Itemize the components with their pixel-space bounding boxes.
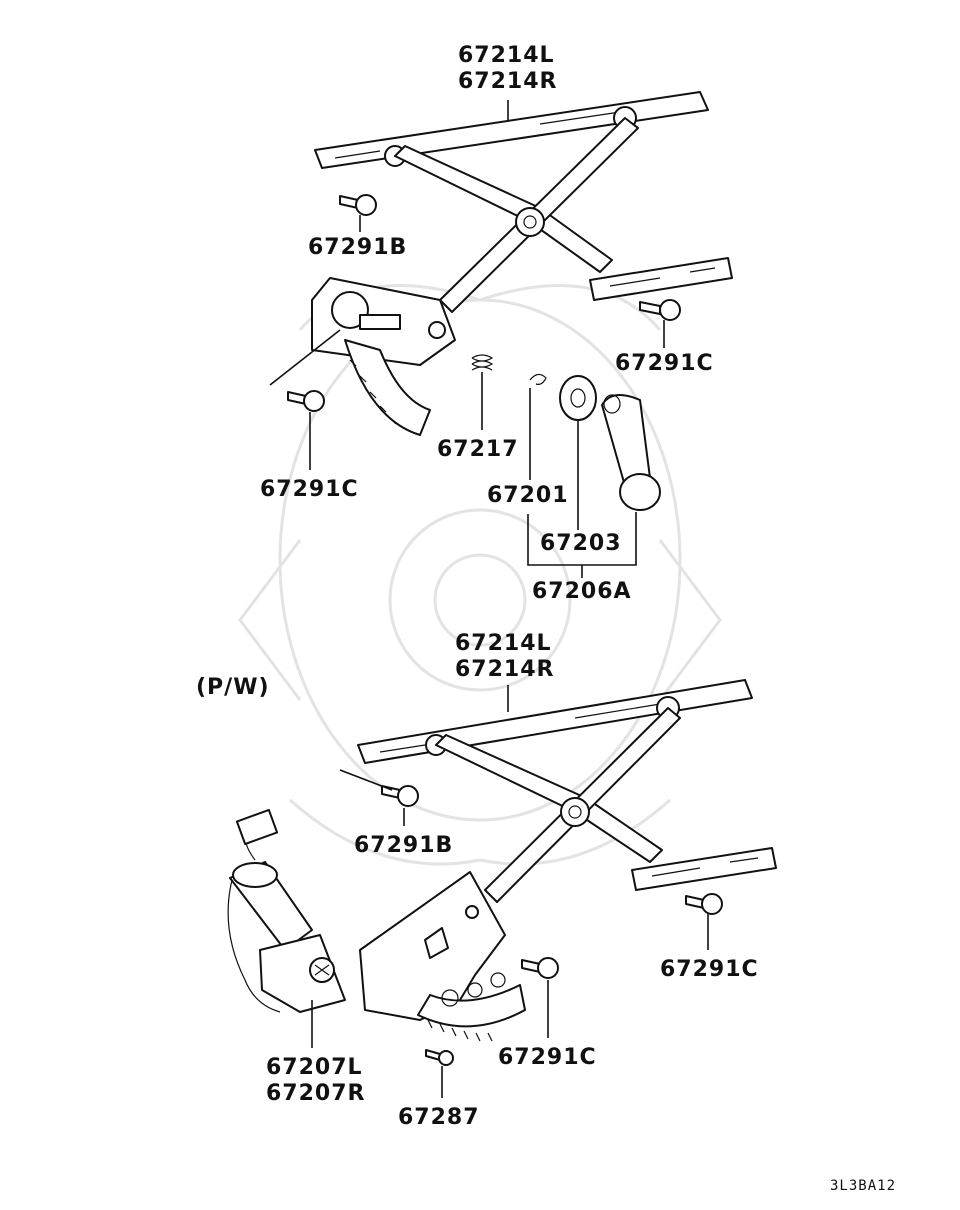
escutcheon-label: 67203 <box>540 531 622 556</box>
drawing-code: 3L3BA12 <box>830 1178 897 1194</box>
bottom-regulator-drawing <box>227 679 777 1098</box>
top-regulator-label-left: 67214L <box>458 43 555 68</box>
top-regulator-drawing <box>269 91 733 578</box>
top-regulator-label-right: 67214R <box>458 69 558 94</box>
top-bolt-c-right-label: 67291C <box>615 351 714 376</box>
bottom-regulator-label-left: 67214L <box>455 631 552 656</box>
bottom-regulator-label-right: 67214R <box>455 657 555 682</box>
motor-label-right: 67207R <box>266 1081 366 1106</box>
spring-label: 67217 <box>437 437 519 462</box>
screw-label: 67287 <box>398 1105 480 1130</box>
bottom-bolt-c-lower-label: 67291C <box>498 1045 597 1070</box>
power-window-variant-label: (P/W) <box>196 675 270 700</box>
handle-assy-label: 67206A <box>532 579 632 604</box>
bottom-bolt-c-right-label: 67291C <box>660 957 759 982</box>
top-bolt-b-label: 67291B <box>308 235 408 260</box>
top-bolt-c-left-label: 67291C <box>260 477 359 502</box>
motor-label-left: 67207L <box>266 1055 363 1080</box>
clip-label: 67201 <box>487 483 569 508</box>
bottom-bolt-b-label: 67291B <box>354 833 454 858</box>
